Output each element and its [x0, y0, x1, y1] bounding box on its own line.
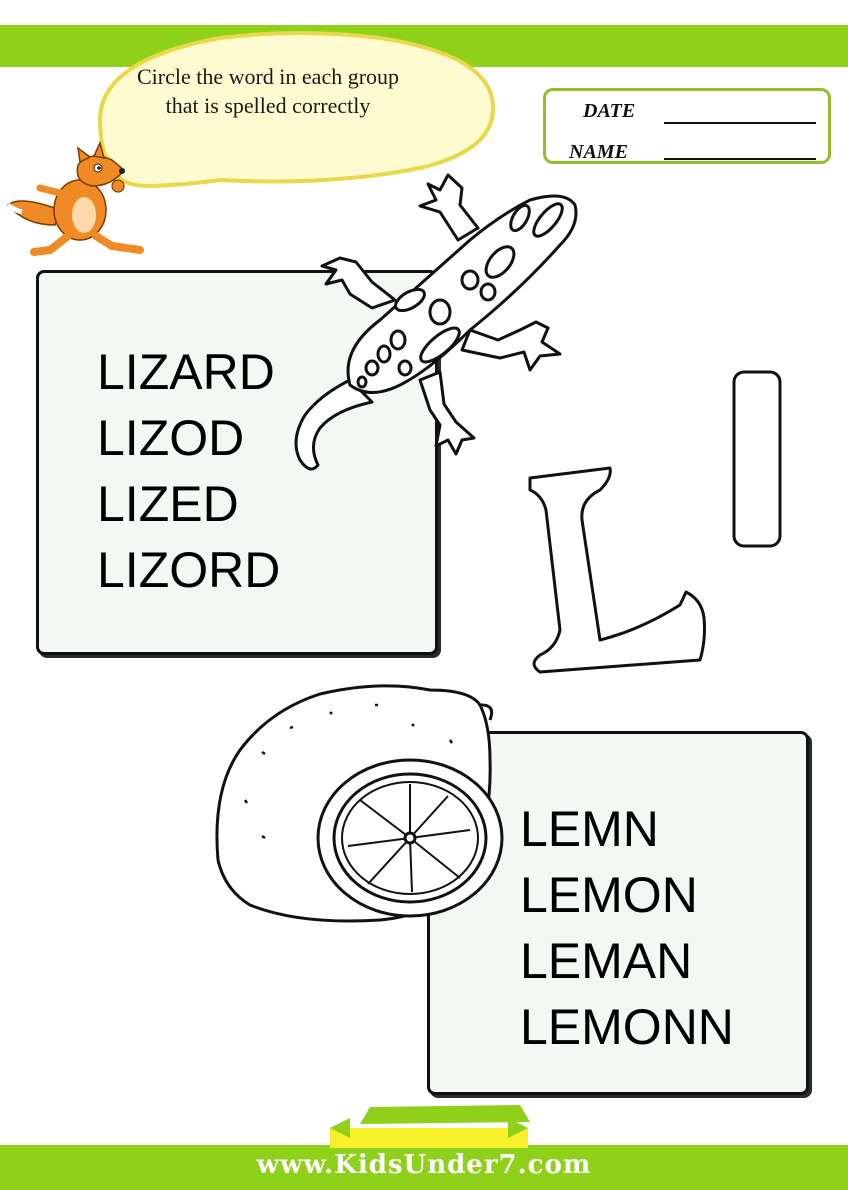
speech-bubble — [97, 31, 496, 189]
instruction-line-2: that is spelled correctly — [165, 93, 371, 118]
word-option[interactable]: LEMONN — [520, 999, 734, 1055]
word-option[interactable]: LEMON — [520, 867, 698, 923]
word-option[interactable]: LIZORD — [97, 542, 281, 598]
letter-uppercase-l — [528, 466, 706, 674]
letter-lowercase-l — [732, 370, 782, 548]
fox-icon — [6, 140, 144, 256]
bottom-green-bar — [0, 1145, 848, 1190]
date-label: DATE — [583, 100, 636, 122]
date-field[interactable] — [664, 122, 816, 124]
name-label: NAME — [569, 141, 628, 163]
word-option[interactable]: LIZARD — [97, 344, 275, 400]
instruction-text: Circle the word in each group that is sp… — [118, 62, 418, 120]
instruction-line-1: Circle the word in each group — [136, 64, 400, 89]
word-option[interactable]: LEMAN — [520, 933, 693, 989]
word-option[interactable]: LIZOD — [97, 410, 245, 466]
word-option[interactable]: LIZED — [97, 476, 239, 532]
date-name-box: DATE NAME — [543, 88, 831, 164]
footer-website-link[interactable]: www.KidsUnder7.com — [256, 1150, 592, 1180]
word-option[interactable]: LEMN — [520, 801, 659, 857]
lemon-icon — [215, 684, 504, 923]
footer-ribbon — [330, 1105, 530, 1148]
lizard-icon — [294, 173, 578, 471]
name-field[interactable] — [664, 158, 816, 160]
